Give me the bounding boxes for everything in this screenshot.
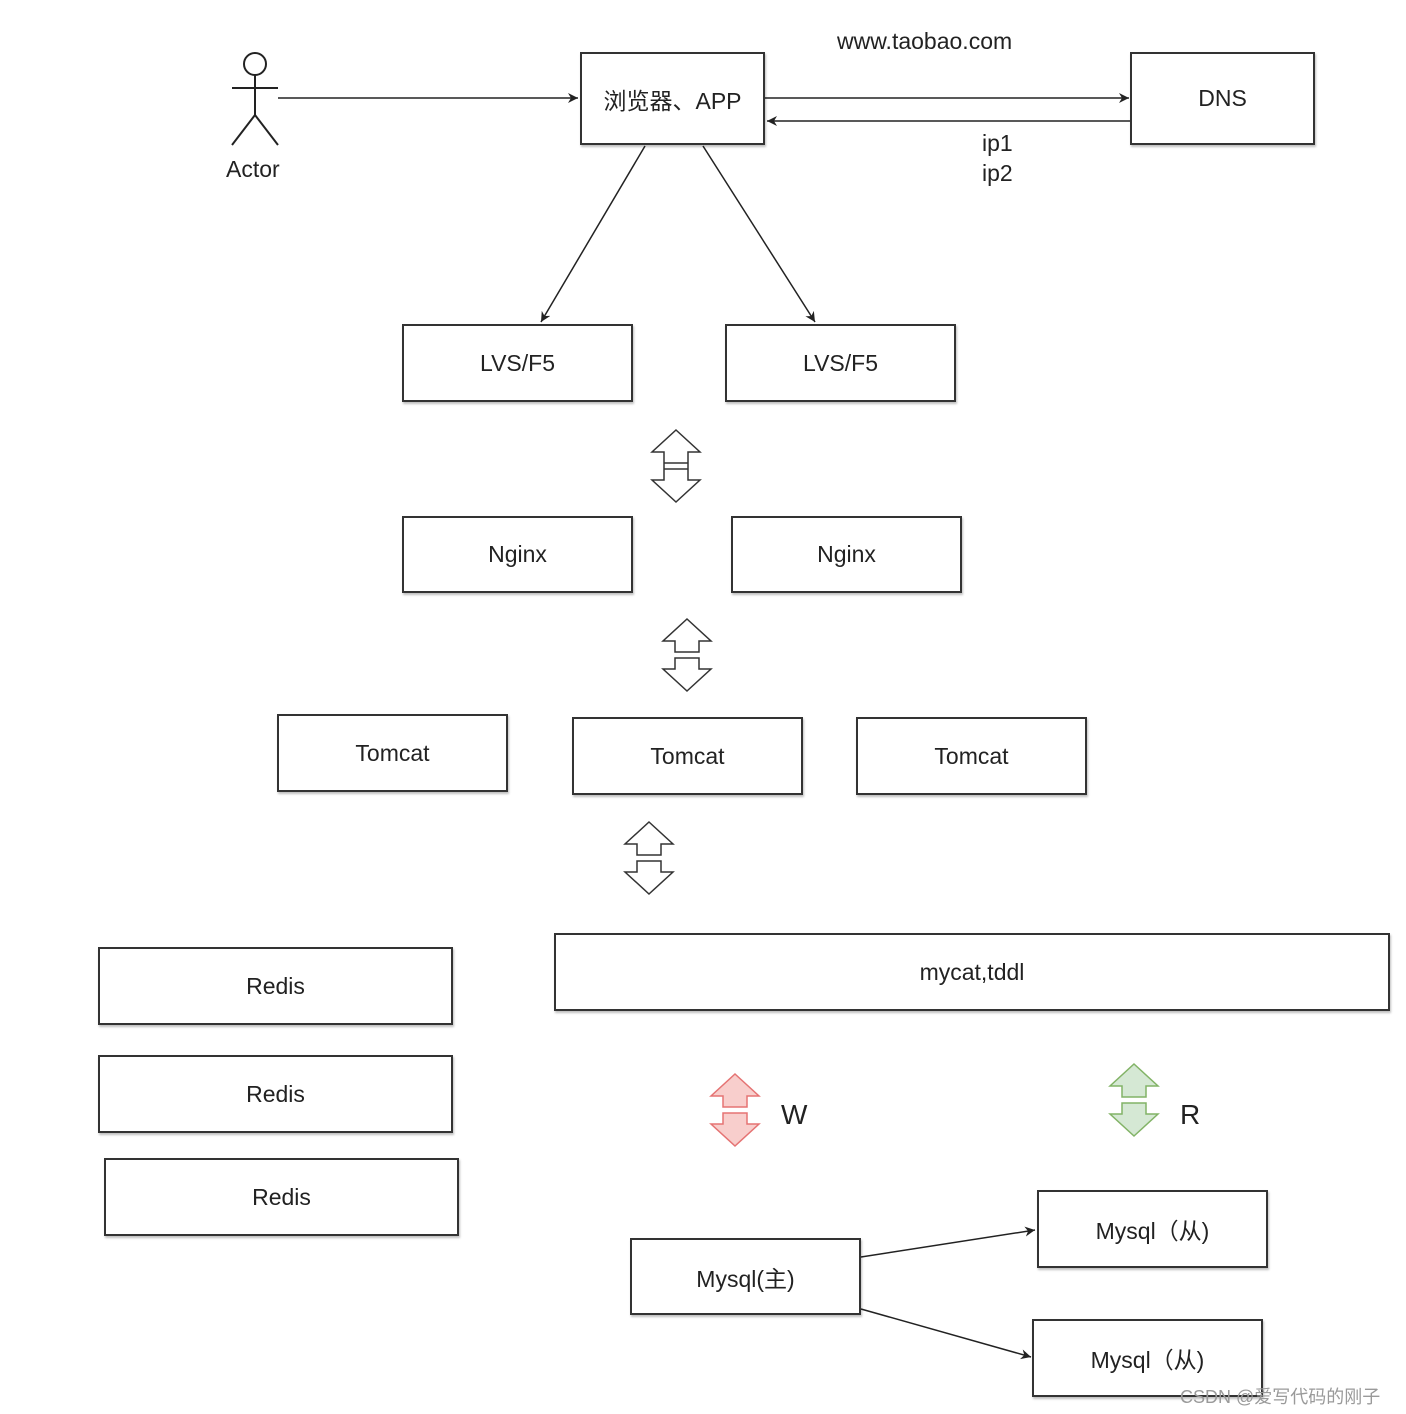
actor-label: Actor	[226, 156, 280, 182]
lvs-node-2: LVS/F5	[725, 324, 956, 402]
read-label: R	[1180, 1099, 1201, 1130]
domain-label: www.taobao.com	[837, 28, 1013, 54]
edge-browser-lvs-2	[702, 145, 816, 323]
edge-master-slave-2	[860, 1308, 1032, 1360]
write-label: W	[781, 1099, 808, 1130]
nginx-node-1: Nginx	[402, 516, 633, 593]
mysql-slave-node-1: Mysql（从)	[1037, 1190, 1268, 1268]
redis-node-1: Redis	[98, 947, 453, 1025]
read-arrow-icon	[1108, 1062, 1160, 1138]
ip2-label: ip2	[982, 160, 1013, 186]
bidirectional-arrow-tomcat-data	[623, 820, 675, 896]
mysql-slave-node-2: Mysql（从)	[1032, 1319, 1263, 1397]
watermark: CSDN @爱写代码的刚子	[1180, 1387, 1381, 1407]
actor-icon	[231, 52, 279, 146]
mysql-master-node: Mysql(主)	[630, 1238, 861, 1315]
lvs-node-1: LVS/F5	[402, 324, 633, 402]
bidirectional-arrow-lvs-nginx	[650, 428, 702, 504]
tomcat-node-2: Tomcat	[572, 717, 803, 795]
nginx-node-2: Nginx	[731, 516, 962, 593]
tomcat-node-1: Tomcat	[277, 714, 508, 792]
edge-browser-lvs-1	[540, 145, 646, 323]
write-arrow-icon	[709, 1072, 761, 1148]
redis-node-3: Redis	[104, 1158, 459, 1236]
edge-master-slave-1	[860, 1226, 1036, 1258]
mycat-node: mycat,tddl	[554, 933, 1390, 1011]
bidirectional-arrow-nginx-tomcat	[661, 617, 713, 693]
redis-node-2: Redis	[98, 1055, 453, 1133]
dns-node: DNS	[1130, 52, 1315, 145]
ip1-label: ip1	[982, 130, 1013, 156]
tomcat-node-3: Tomcat	[856, 717, 1087, 795]
browser-app-node: 浏览器、APP	[580, 52, 765, 145]
